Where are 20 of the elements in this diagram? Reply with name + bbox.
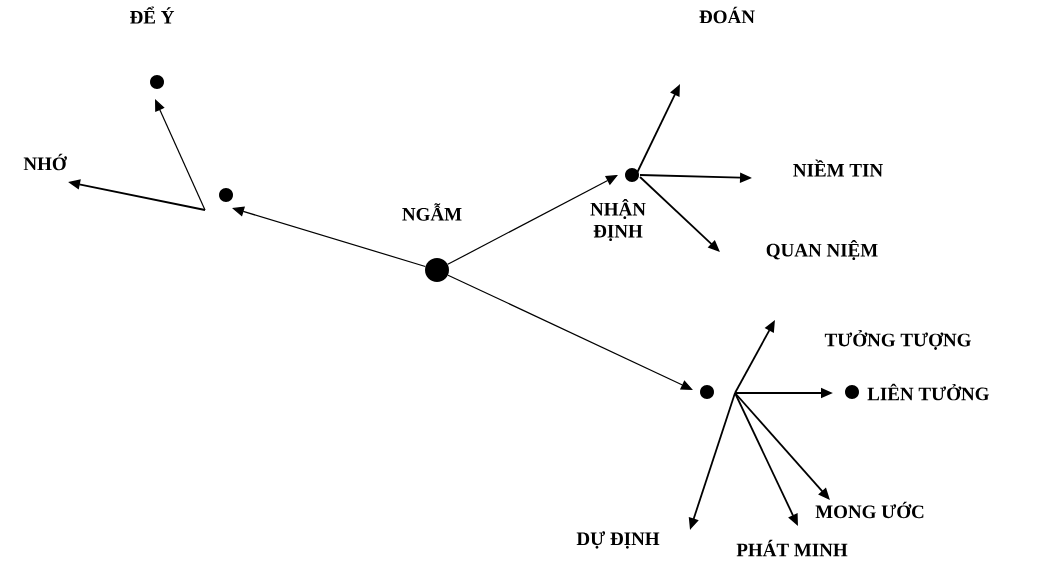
- node-label: LIÊN TƯỞNG: [867, 383, 989, 401]
- node-label: ĐOÁN: [699, 6, 755, 24]
- node-label: DỰ ĐỊNH: [576, 531, 660, 549]
- node-label: NHỚ: [23, 153, 67, 171]
- dot: [219, 188, 233, 202]
- arrow: [232, 206, 426, 268]
- node-label: NGẪM: [402, 203, 462, 221]
- node-label: MONG ƯỚC: [815, 501, 924, 519]
- node-label: NHẬN ĐỊNH: [590, 198, 646, 242]
- arrow: [447, 175, 618, 265]
- node-label: PHÁT MINH: [736, 539, 848, 557]
- node-label: TƯỞNG TƯỢNG: [824, 330, 971, 350]
- arrow: [447, 274, 693, 390]
- arrow: [155, 99, 206, 211]
- arrow: [734, 392, 830, 500]
- node-label: NIỀM TIN: [793, 159, 883, 177]
- arrow: [639, 176, 720, 252]
- dot: [700, 385, 714, 399]
- node-label: ĐỂ Ý: [130, 6, 175, 24]
- node-label: QUAN NIỆM: [766, 239, 878, 261]
